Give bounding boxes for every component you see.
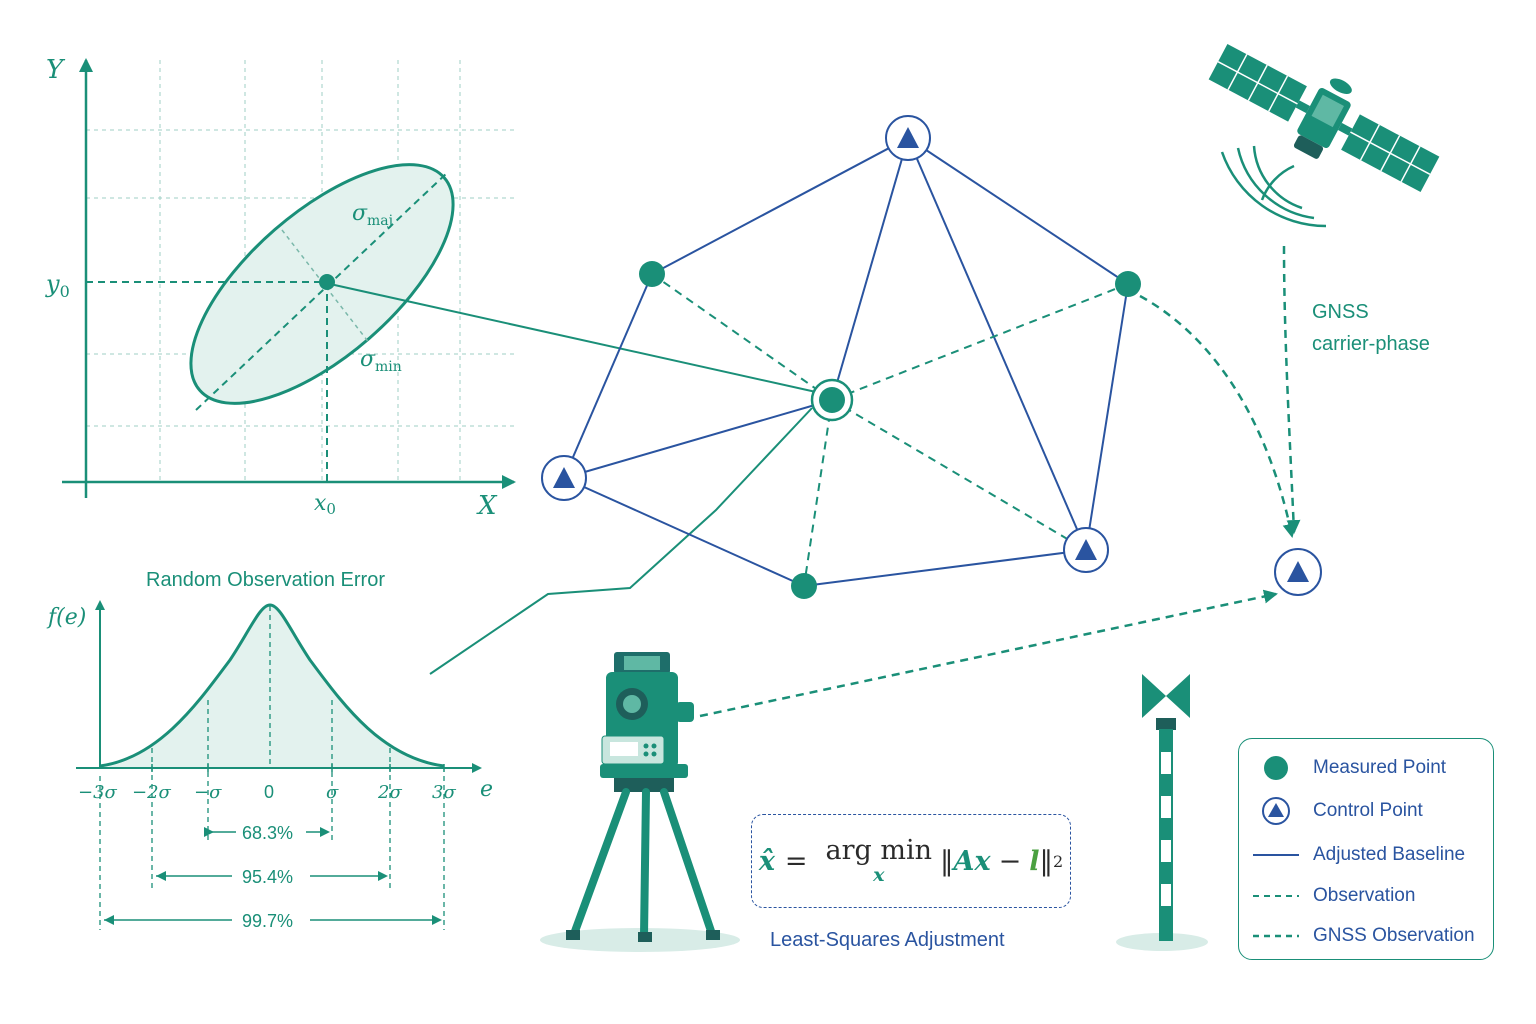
- interval-997-label: 99.7%: [242, 911, 293, 931]
- major-axis: [195, 171, 449, 411]
- measured-point-1: [639, 261, 665, 287]
- formula-minus: −: [998, 845, 1022, 877]
- measured-point-3: [791, 573, 817, 599]
- sigma-minor-label: σmin: [360, 347, 402, 375]
- survey-network: [541, 115, 1322, 718]
- formula-l: l: [1029, 845, 1040, 877]
- legend-label: Adjusted Baseline: [1313, 844, 1466, 865]
- bell-curve: [99, 603, 445, 768]
- y0-label: y0: [45, 270, 70, 301]
- signal-waves-icon: [1220, 145, 1327, 228]
- dist-x-axis-label: e: [480, 777, 493, 802]
- x0-label: x0: [314, 491, 336, 518]
- tick-minus-sigma: −σ: [194, 782, 222, 803]
- legend-item-gnss-observation: GNSS Observation: [1239, 921, 1493, 951]
- formula-argmin-sub: x: [873, 864, 885, 886]
- gnss-dashed-line-icon: [1239, 921, 1313, 951]
- gnss-label-line2: carrier-phase: [1312, 333, 1430, 355]
- legend-item-adjusted-baseline: Adjusted Baseline: [1239, 840, 1493, 870]
- ellipse-center-point: [319, 274, 335, 290]
- prism-pole-icon: [1116, 674, 1208, 951]
- tick-2sigma: 2σ: [377, 782, 402, 803]
- gnss-label-line1: GNSS: [1312, 301, 1369, 323]
- control-point-gnss: [1274, 548, 1322, 596]
- gnss-observation-curve: [1139, 294, 1297, 538]
- solid-line-icon: [1239, 840, 1313, 870]
- legend-label: GNSS Observation: [1313, 925, 1475, 946]
- interval-997: 99.7%: [104, 911, 442, 931]
- interval-954: 95.4%: [156, 867, 388, 887]
- legend-item-measured-point: Measured Point: [1239, 753, 1493, 783]
- ellipse-connector-line: [329, 283, 817, 393]
- ellipse-x-axis-label: X: [476, 491, 498, 521]
- observation-lines: [651, 273, 1129, 587]
- formula-argmin-text: arg min: [825, 835, 933, 866]
- measured-point-central: [810, 378, 854, 422]
- tick-ticks: [151, 764, 445, 772]
- legend-label: Control Point: [1313, 800, 1423, 821]
- control-point-right: [1063, 527, 1109, 573]
- distribution-connector-line: [429, 407, 813, 675]
- formula-equals: =: [784, 845, 808, 877]
- formula-norm-close: ‖: [1039, 845, 1054, 877]
- adjustment-caption: Least-Squares Adjustment: [770, 929, 1005, 951]
- formula-x: x: [974, 845, 991, 877]
- formula-power: 2: [1053, 851, 1064, 871]
- gnss-signal-line: [1282, 245, 1301, 534]
- satellite-icon: [1208, 44, 1440, 192]
- tick-sigma: σ: [326, 782, 339, 803]
- tick-zero: 0: [264, 782, 274, 802]
- legend-item-control-point: Control Point: [1239, 796, 1493, 826]
- formula-argmin: arg min x: [826, 837, 933, 885]
- distribution-panel: Random Observation Error f(e) e −3σ −2σ …: [46, 569, 493, 931]
- formula-A: A: [953, 845, 975, 877]
- ellipse-y-axis-label: Y: [46, 55, 66, 85]
- dist-y-axis-label: f(e): [46, 605, 86, 630]
- tick-3sigma: 3σ: [432, 782, 456, 803]
- least-squares-formula: x̂ = arg min x ‖ A x − l ‖ 2: [751, 814, 1071, 908]
- control-point-icon: [1239, 796, 1313, 826]
- interval-954-label: 95.4%: [242, 867, 293, 887]
- measured-point-2: [1115, 271, 1141, 297]
- tick-minus-2sigma: −2σ: [132, 782, 172, 803]
- formula-lhs: x̂: [758, 845, 775, 877]
- tick-minus-3sigma: −3σ: [78, 782, 118, 803]
- distribution-title: Random Observation Error: [146, 569, 385, 591]
- formula-norm-open: ‖: [940, 845, 954, 877]
- total-station-observation: [699, 589, 1278, 718]
- control-point-top: [885, 115, 931, 161]
- interval-683: 68.3%: [204, 823, 330, 843]
- dashed-line-icon: [1239, 881, 1313, 911]
- total-station-icon: [540, 652, 740, 952]
- legend: Measured Point Control Point Adjusted Ba…: [1238, 738, 1494, 960]
- sigma-guides: [99, 606, 445, 930]
- bell-curve-fill: [100, 605, 444, 768]
- legend-label: Measured Point: [1313, 757, 1447, 778]
- error-ellipse-panel: Y X y0 x0 σmaj σmin: [45, 55, 516, 521]
- control-point-left: [541, 455, 587, 501]
- legend-label: Observation: [1313, 885, 1416, 906]
- sigma-major-label: σmaj: [352, 201, 393, 229]
- legend-item-observation: Observation: [1239, 881, 1493, 911]
- measured-point-icon: [1239, 753, 1313, 783]
- interval-683-label: 68.3%: [242, 823, 293, 843]
- adjusted-baselines: [563, 137, 1129, 587]
